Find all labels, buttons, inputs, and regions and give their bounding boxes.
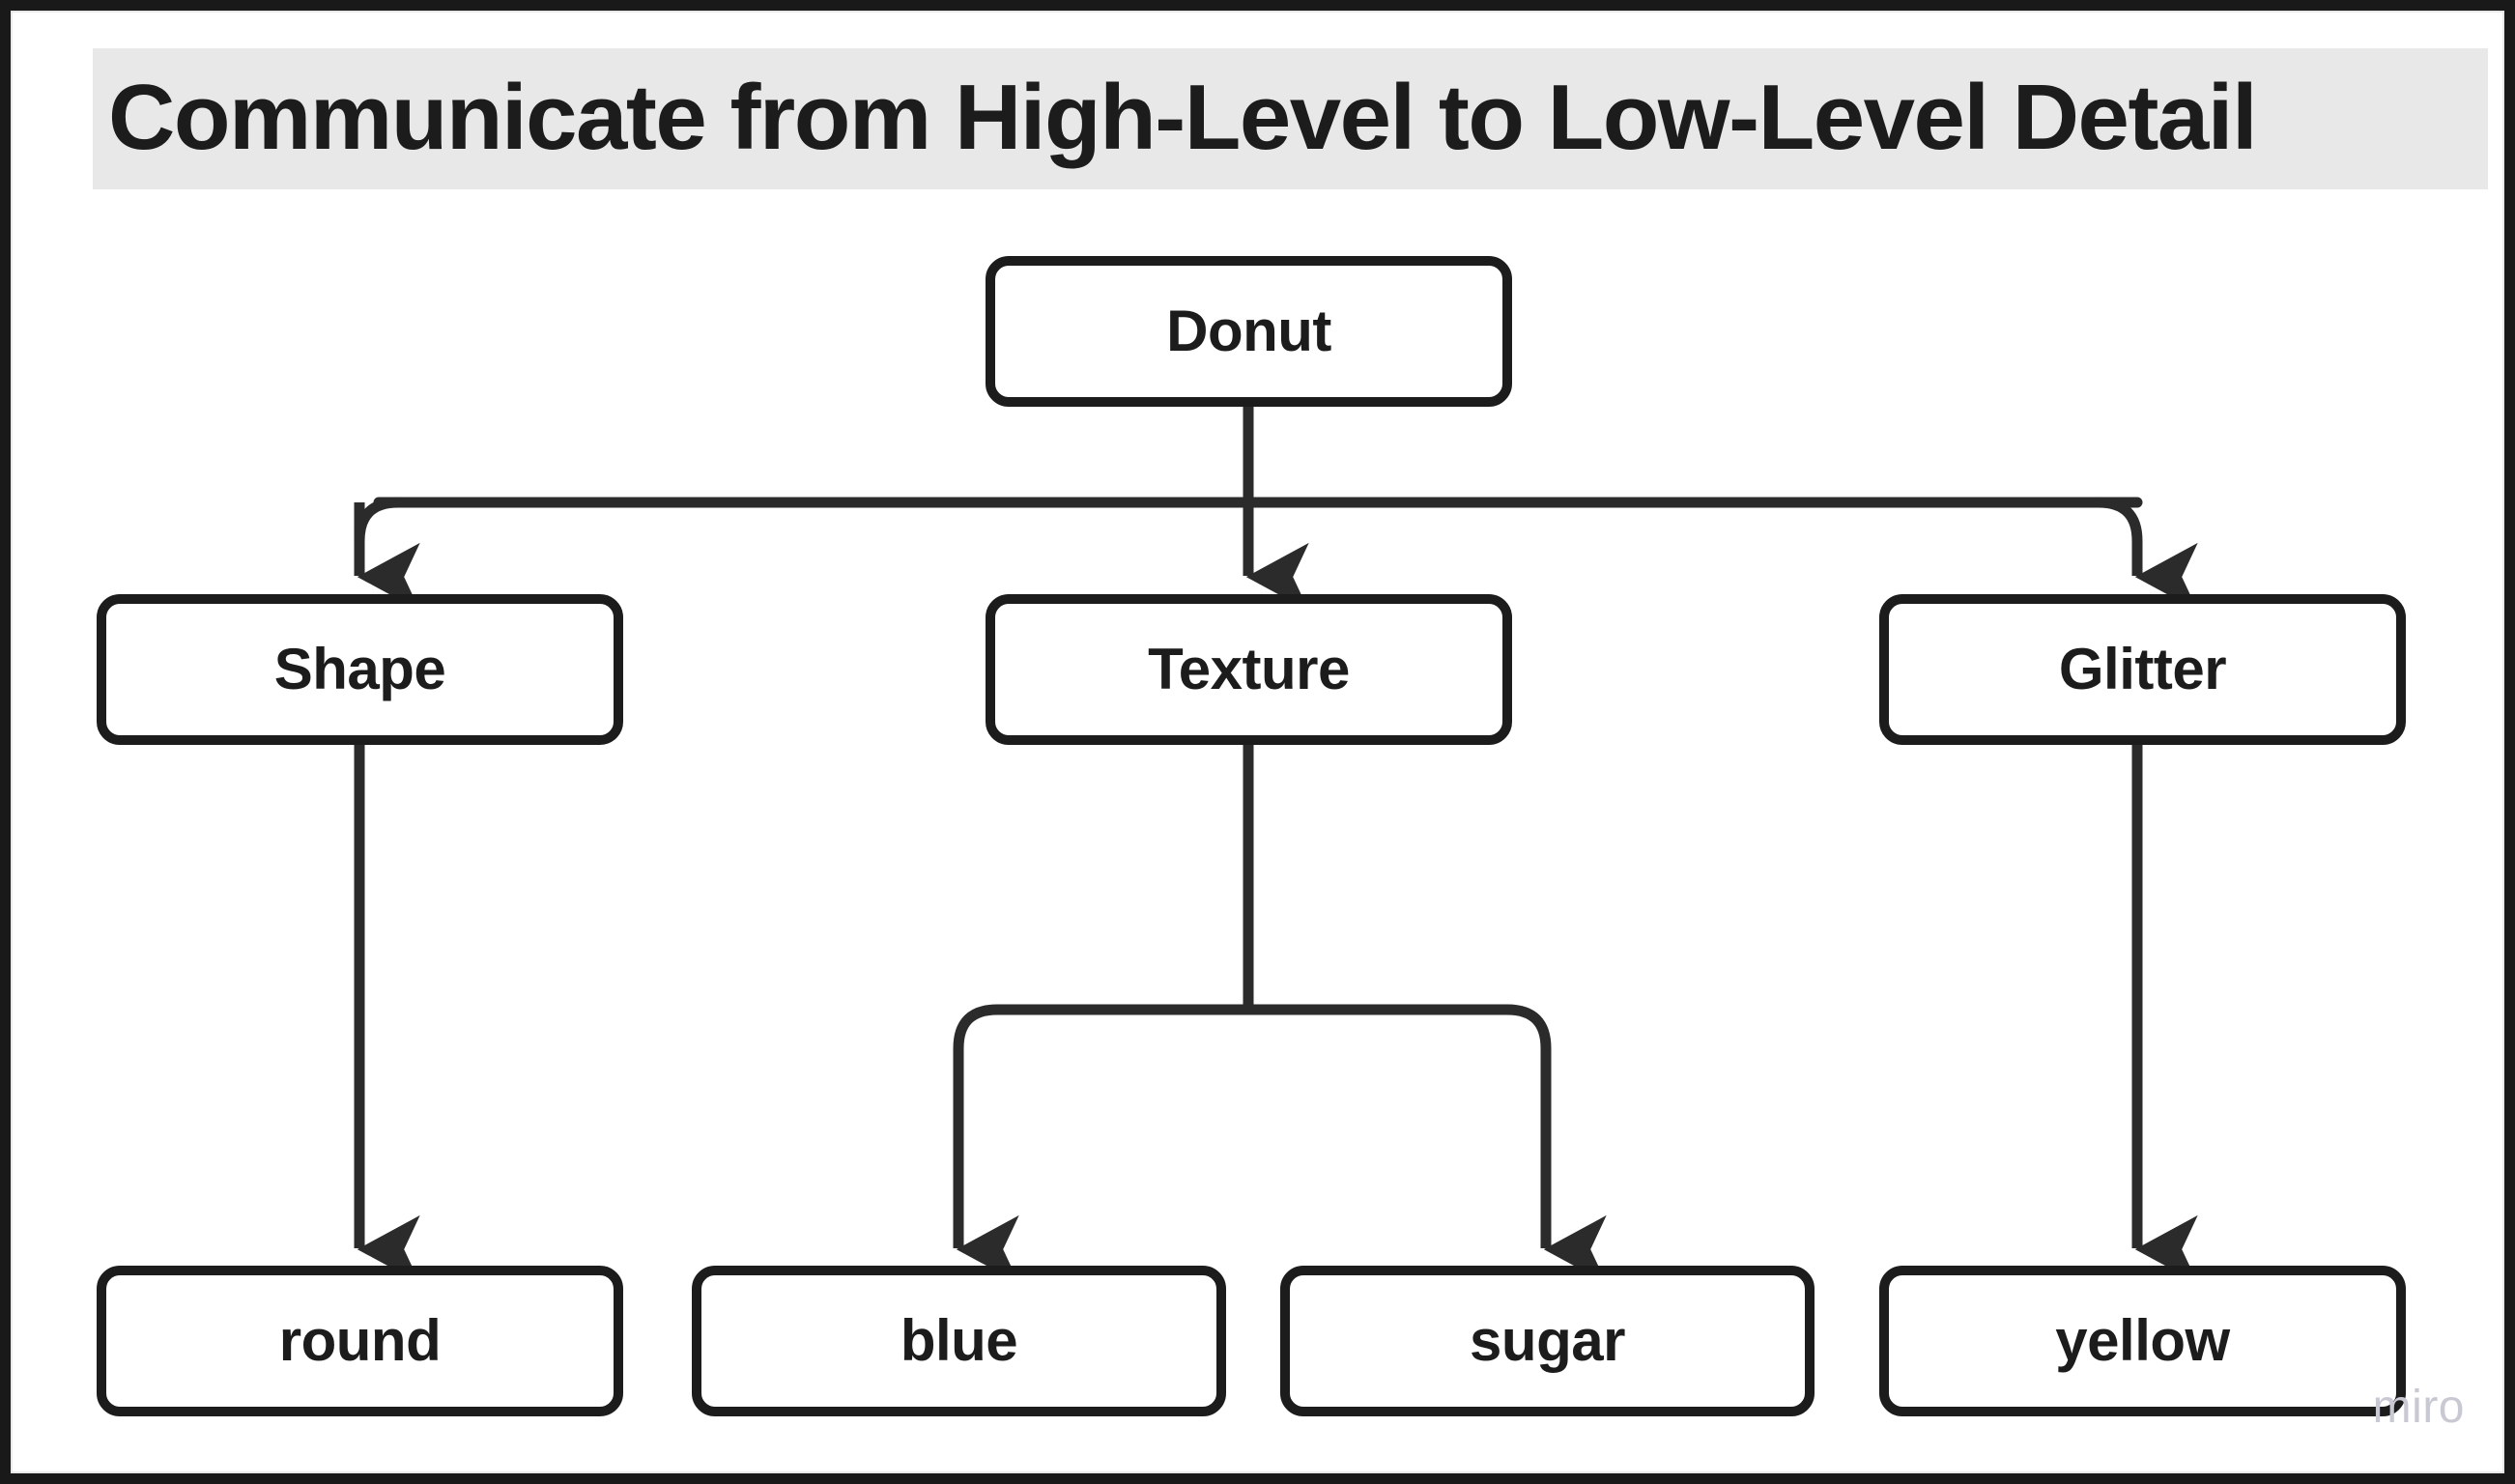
miro-watermark: miro <box>2372 1382 2465 1433</box>
node-yellow-label: yellow <box>2055 1308 2230 1373</box>
node-texture[interactable]: Texture <box>986 594 1512 745</box>
edge-donut-shape-corner <box>354 497 399 542</box>
node-round[interactable]: round <box>97 1266 623 1416</box>
node-sugar-label: sugar <box>1470 1308 1625 1373</box>
node-sugar[interactable]: sugar <box>1280 1266 1815 1416</box>
node-round-label: round <box>278 1308 442 1373</box>
node-donut-label: Donut <box>1166 299 1331 363</box>
node-donut[interactable]: Donut <box>986 256 1512 407</box>
node-blue-label: blue <box>900 1308 1018 1373</box>
title-background-band <box>93 48 2488 189</box>
edge-texture-sugar <box>1248 1004 1607 1284</box>
node-shape[interactable]: Shape <box>97 594 623 745</box>
edge-donut-glitter-corner <box>2098 497 2143 542</box>
node-glitter[interactable]: Glitter <box>1879 594 2406 745</box>
edge-texture-blue <box>953 1004 1248 1284</box>
node-texture-label: Texture <box>1148 637 1350 701</box>
node-shape-label: Shape <box>273 637 446 701</box>
node-yellow[interactable]: yellow <box>1879 1266 2406 1416</box>
node-glitter-label: Glitter <box>2058 637 2227 701</box>
page-title: Communicate from High-Level to Low-Level… <box>108 66 2258 169</box>
node-blue[interactable]: blue <box>692 1266 1226 1416</box>
